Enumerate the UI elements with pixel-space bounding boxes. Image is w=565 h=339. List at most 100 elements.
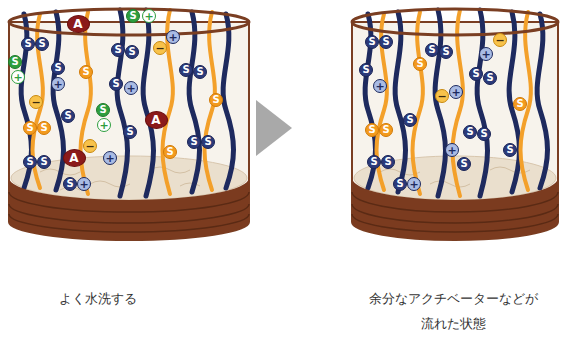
sulfur-atom: S (381, 155, 395, 169)
sulfur-atom: S (457, 157, 471, 171)
plus-ion: + (373, 79, 387, 93)
sulfur-atom: S (79, 65, 93, 79)
atom-symbol: S (40, 123, 47, 133)
atom-symbol: − (437, 91, 446, 102)
process-arrow (256, 100, 292, 156)
sulfur-atom: S (35, 37, 49, 51)
atom-symbol: S (370, 157, 377, 167)
atom-symbol: S (196, 67, 203, 77)
plus-ion: + (124, 81, 138, 95)
atom-symbol: S (54, 63, 61, 73)
atom-symbol: S (460, 159, 467, 169)
plus-ion: + (142, 9, 156, 23)
atom-symbol: S (428, 45, 435, 55)
minus-ion: − (83, 139, 97, 153)
atom-symbol: S (112, 79, 119, 89)
atom-symbol: − (155, 43, 164, 54)
atom-symbol: − (85, 141, 94, 152)
sulfur-atom: S (37, 155, 51, 169)
atom-symbol: S (40, 157, 47, 167)
sulfur-atom: S (477, 127, 491, 141)
atom-symbol: S (26, 157, 33, 167)
atom-symbol: + (144, 11, 153, 22)
atom-symbol: S (24, 39, 31, 49)
atom-symbol: + (375, 81, 384, 92)
plus-ion: + (479, 47, 493, 61)
plus-ion: + (51, 77, 65, 91)
atom-symbol: + (126, 83, 135, 94)
minus-ion: − (493, 33, 507, 47)
atom-symbol: S (182, 65, 189, 75)
sulfur-atom: S (463, 125, 477, 139)
atom-symbol: S (26, 123, 33, 133)
minus-ion: − (153, 41, 167, 55)
sulfur-atom: S (367, 155, 381, 169)
atom-symbol: S (66, 179, 73, 189)
plus-ion: + (407, 177, 421, 191)
atom-symbol: S (416, 59, 423, 69)
sulfur-atom: S (61, 109, 75, 123)
hair-cylinder (9, 9, 249, 240)
sulfur-atom: S (379, 35, 393, 49)
atom-symbol: S (64, 111, 71, 121)
atom-symbol: S (396, 179, 403, 189)
atom-symbol: S (128, 47, 135, 57)
atom-symbol: S (472, 69, 479, 79)
sulfur-atom: S (179, 63, 193, 77)
sulfur-atom: S (63, 177, 77, 191)
sulfur-atom: S (23, 155, 37, 169)
caption-text: 余分なアクチベーターなどが 流れた状態 (346, 286, 561, 336)
atom-symbol: S (114, 45, 121, 55)
sulfur-atom: S (109, 77, 123, 91)
sulfur-atom: S (413, 57, 427, 71)
atom-symbol: S (212, 95, 219, 105)
sulfur-atom: S (201, 135, 215, 149)
atom-symbol: S (126, 127, 133, 137)
atom-symbol: S (506, 145, 513, 155)
sulfur-atom: S (8, 55, 22, 69)
sulfur-atom: S (51, 61, 65, 75)
atom-symbol: − (495, 35, 504, 46)
atom-symbol: S (382, 37, 389, 47)
sulfur-atom: S (193, 65, 207, 79)
sulfur-atom: S (209, 93, 223, 107)
sulfur-atom: S (163, 145, 177, 159)
atom-symbol: + (451, 87, 460, 98)
sulfur-atom: S (365, 123, 379, 137)
atom-symbol: S (382, 125, 389, 135)
atom-symbol: S (384, 157, 391, 167)
activator-mark: A (145, 111, 168, 129)
plus-ion: + (445, 143, 459, 157)
sulfur-atom: S (126, 9, 140, 23)
atom-symbol: S (166, 147, 173, 157)
atom-symbol: A (151, 114, 160, 126)
minus-ion: − (29, 95, 43, 109)
atom-symbol: + (99, 120, 108, 131)
sulfur-atom: S (21, 37, 35, 51)
plus-ion: + (449, 85, 463, 99)
sulfur-atom: S (96, 103, 110, 117)
sulfur-atom: S (403, 113, 417, 127)
plus-ion: + (77, 177, 91, 191)
atom-symbol: S (406, 115, 413, 125)
atom-symbol: S (442, 47, 449, 57)
sulfur-atom: S (111, 43, 125, 57)
atom-symbol: S (11, 57, 18, 67)
plus-ion: + (166, 30, 180, 44)
atom-symbol: A (69, 152, 78, 164)
sulfur-atom: S (379, 123, 393, 137)
atom-symbol: + (53, 79, 62, 90)
atom-symbol: S (99, 105, 106, 115)
atom-symbol: S (516, 99, 523, 109)
sulfur-atom: S (393, 177, 407, 191)
atom-symbol: S (38, 39, 45, 49)
hair-cylinder (352, 9, 558, 240)
atom-symbol: + (13, 72, 22, 83)
atom-symbol: S (486, 73, 493, 83)
atom-symbol: A (73, 18, 82, 30)
atom-symbol: − (31, 97, 40, 108)
atom-symbol: + (168, 32, 177, 43)
atom-symbol: + (447, 145, 456, 156)
atom-symbol: + (105, 153, 114, 164)
